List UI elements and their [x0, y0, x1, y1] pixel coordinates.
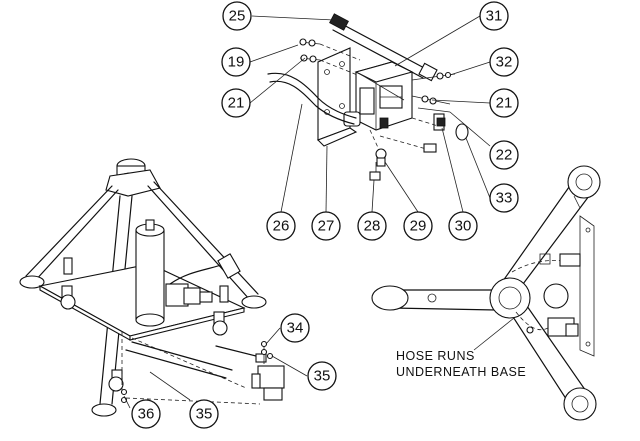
svg-text:27: 27: [318, 218, 335, 235]
callout-35-upper: 35: [307, 361, 337, 391]
callout-25: 25: [222, 1, 252, 31]
fittings-lower: [369, 129, 437, 181]
return-hose: [267, 72, 357, 125]
note-line-2: UNDERNEATH BASE: [396, 365, 526, 379]
callout-36: 36: [131, 399, 161, 429]
svg-text:34: 34: [287, 320, 304, 337]
callout-26: 26: [266, 211, 296, 241]
svg-text:29: 29: [410, 218, 427, 235]
callout-28: 28: [357, 211, 387, 241]
callout-leaders-bottom-left: [123, 327, 308, 409]
svg-text:26: 26: [273, 218, 290, 235]
svg-text:22: 22: [496, 147, 513, 164]
callout-34: 34: [280, 313, 310, 343]
callout-19: 19: [221, 47, 251, 77]
callout-29: 29: [403, 211, 433, 241]
callout-32: 32: [489, 47, 519, 77]
callout-21-right: 21: [489, 88, 519, 118]
svg-text:30: 30: [455, 218, 472, 235]
svg-text:25: 25: [229, 8, 246, 25]
svg-text:36: 36: [138, 406, 155, 423]
pump-assembly-exploded-view: [267, 13, 469, 181]
callout-21-left: 21: [221, 88, 251, 118]
callout-bubbles: 25 31 19 32 21 21 22 33 26 27 28: [131, 1, 519, 429]
base-top-view: [371, 165, 601, 421]
callout-27: 27: [311, 211, 341, 241]
bolts-and-washers: [299, 38, 361, 77]
callout-22: 22: [489, 140, 519, 170]
svg-text:31: 31: [486, 8, 503, 25]
callout-33: 33: [489, 183, 519, 213]
svg-text:35: 35: [196, 406, 213, 423]
svg-text:21: 21: [228, 95, 245, 112]
callout-30: 30: [448, 211, 478, 241]
svg-text:35: 35: [314, 368, 331, 385]
mounting-plate: [317, 47, 358, 147]
fittings-right: [411, 71, 469, 141]
tripod-stand-view: [19, 158, 285, 417]
svg-text:19: 19: [228, 54, 245, 71]
svg-text:28: 28: [364, 218, 381, 235]
callout-leaders-top: [249, 15, 491, 213]
svg-text:21: 21: [496, 95, 513, 112]
hose-routing-note: HOSE RUNS UNDERNEATH BASE: [396, 349, 526, 379]
pump-unit: [343, 61, 414, 131]
svg-text:33: 33: [496, 190, 513, 207]
svg-text:32: 32: [496, 54, 513, 71]
callout-31: 31: [479, 1, 509, 31]
note-line-1: HOSE RUNS: [396, 349, 475, 363]
hose-note-leader: [473, 317, 515, 351]
callout-35-lower: 35: [189, 399, 219, 429]
